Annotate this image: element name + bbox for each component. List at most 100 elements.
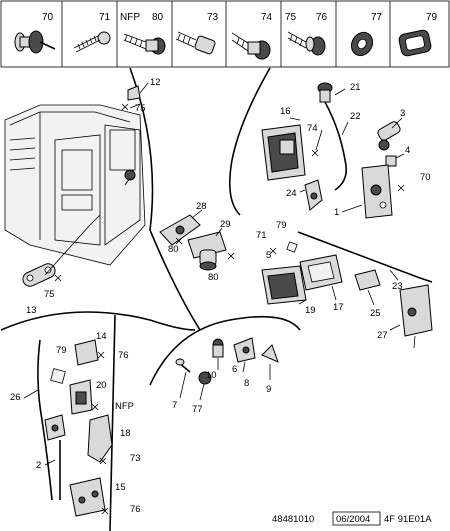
part-20-bracket (69, 379, 93, 415)
part-4-clip (385, 155, 397, 167)
part-7-screw (175, 358, 191, 373)
callout-20: 20 (96, 380, 107, 391)
header-code-71: 71 (99, 12, 111, 23)
callout-9: 9 (266, 384, 271, 395)
washer-icon (350, 31, 374, 57)
part-28-bracket (159, 214, 201, 246)
callout-80-right: 80 (208, 272, 219, 283)
callout-75-lower: 75 (44, 289, 55, 300)
part-18-handle (87, 414, 113, 463)
header-code-76: 76 (316, 12, 328, 23)
callout-17: 17 (333, 302, 344, 313)
callout-27: 27 (377, 330, 388, 341)
callout-79-lower: 79 (56, 345, 67, 356)
callout-28: 28 (196, 201, 207, 212)
part-15-plate (69, 477, 106, 517)
callout-21: 21 (350, 82, 361, 93)
header-code-73: 73 (207, 12, 219, 23)
cross-marker (54, 274, 62, 282)
part-lower-bracket (44, 414, 66, 441)
callout-77: 77 (192, 404, 203, 415)
part-19-handle-housing (261, 265, 307, 305)
callout-76-lower: 76 (130, 504, 141, 515)
callout-25: 25 (370, 308, 381, 319)
callout-74: 74 (307, 123, 318, 134)
part-79-square-lower (50, 368, 66, 384)
part-9-clip (261, 344, 279, 363)
callout-3: 3 (400, 108, 405, 119)
bolt-icon (175, 31, 216, 55)
callout-10: 10 (206, 370, 217, 381)
callout-22: 22 (350, 111, 361, 122)
callout-6: 6 (232, 364, 237, 375)
part-26-rod (37, 339, 53, 501)
callout-24: 24 (286, 188, 297, 199)
callout-23: 23 (392, 281, 403, 292)
part-3-lock-cylinder (377, 121, 401, 151)
callout-7: 7 (172, 400, 177, 411)
part-10-bush (212, 338, 224, 358)
callout-8: 8 (244, 378, 249, 389)
part-1-lock (361, 164, 393, 219)
callout-76: 76 (118, 350, 129, 361)
header-code-80: 80 (152, 12, 164, 23)
part-16-handle-frame (261, 124, 306, 181)
footer-reference: 48481010 06/2004 4F 91E01A (272, 511, 432, 526)
divider-vertical (109, 314, 116, 531)
divider-curve-bottom (0, 311, 196, 331)
part-21-grommet (317, 82, 333, 103)
bolt-washer-icon (231, 32, 271, 60)
part-6-bracket (233, 337, 256, 363)
callout-15: 15 (115, 482, 126, 493)
part-22-rod (324, 101, 348, 191)
part-27-lock-body (399, 284, 433, 349)
screw-icon (73, 31, 111, 53)
part-17-handle (299, 254, 343, 291)
screw-washer-icon (287, 31, 326, 56)
footer-code: 4F 91E01A (384, 514, 432, 525)
part-13-hinge (22, 214, 101, 287)
callout-18: 18 (120, 428, 131, 439)
callout-14: 14 (96, 331, 107, 342)
callout-nfp: NFP (115, 401, 134, 412)
callout-79: 79 (276, 220, 287, 231)
header-code-79: 79 (426, 12, 438, 23)
callout-26: 26 (10, 392, 21, 403)
callout-71: 71 (256, 230, 267, 241)
header-code-77: 77 (371, 12, 383, 23)
part-77-washer (198, 371, 212, 385)
divider-curve-inner (149, 315, 301, 386)
header-strip: 70 71 NFP 80 73 74 75 76 77 79 (0, 0, 450, 68)
callout-16: 16 (280, 106, 291, 117)
callout-4: 4 (405, 145, 410, 156)
screw-icon (123, 33, 166, 55)
part-25-clip (354, 269, 381, 291)
header-code-70: 70 (42, 12, 54, 23)
footer-ref-number: 48481010 (272, 514, 314, 525)
van-rear-doors (4, 85, 146, 266)
callout-12: 12 (150, 77, 161, 88)
callout-70: 70 (420, 172, 431, 183)
callout-2: 2 (36, 460, 41, 471)
callout-29: 29 (220, 219, 231, 230)
footer-date: 06/2004 (336, 514, 370, 525)
callout-13: 13 (26, 305, 37, 316)
header-code-nfp: NFP (120, 12, 140, 23)
divider-curve-right (229, 67, 271, 216)
part-23-rod (297, 231, 433, 283)
header-code-74: 74 (261, 12, 273, 23)
callout-73: 73 (130, 453, 141, 464)
header-code-75: 75 (285, 12, 297, 23)
bolt-washer-icon (14, 30, 56, 54)
part-29-cylinder (187, 231, 227, 271)
callout-75: 75 (135, 103, 146, 114)
divider-curve-left (129, 67, 201, 331)
callout-5: 5 (266, 250, 271, 261)
part-14-clip (74, 339, 99, 366)
part-24-bracket (304, 179, 323, 211)
callout-80-left: 80 (168, 244, 179, 255)
callout-labels: 12 75 21 16 22 3 74 4 70 24 1 28 29 80 8… (10, 77, 431, 515)
callout-1: 1 (334, 207, 339, 218)
